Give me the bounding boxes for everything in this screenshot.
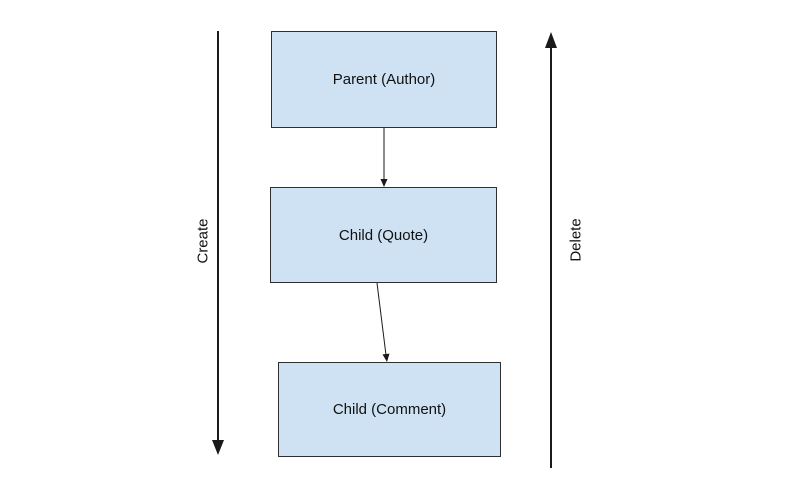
edge-parent-to-quote xyxy=(380,128,388,187)
node-label: Child (Comment) xyxy=(332,401,447,418)
node-label: Parent (Author) xyxy=(332,71,436,88)
node-child-comment: Child (Comment) xyxy=(278,362,501,457)
delete-arrow-label: Delete xyxy=(567,218,585,262)
create-arrow-label: Create xyxy=(194,218,212,264)
delete-arrow xyxy=(545,32,557,468)
create-arrow xyxy=(212,31,224,455)
edge-quote-to-comment xyxy=(376,282,390,362)
node-child-quote: Child (Quote) xyxy=(270,187,497,283)
node-parent-author: Parent (Author) xyxy=(271,31,497,128)
node-label: Child (Quote) xyxy=(338,226,429,244)
